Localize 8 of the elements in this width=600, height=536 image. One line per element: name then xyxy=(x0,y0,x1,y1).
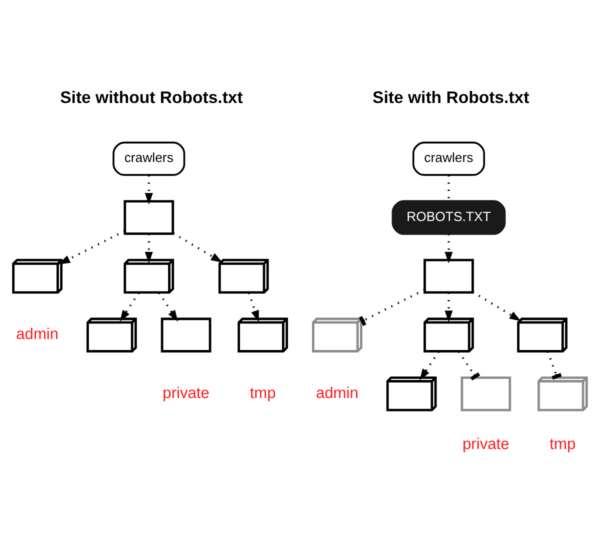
node-label: private xyxy=(162,384,210,402)
label: Site with Robots.txt xyxy=(372,88,530,107)
node-label: tmp xyxy=(550,435,576,452)
node-label: tmp xyxy=(250,384,276,402)
node-label: admin xyxy=(316,384,358,402)
node-label: private xyxy=(462,435,510,452)
node-label: admin xyxy=(16,326,59,343)
label: Site without Robots.txt xyxy=(60,88,243,107)
